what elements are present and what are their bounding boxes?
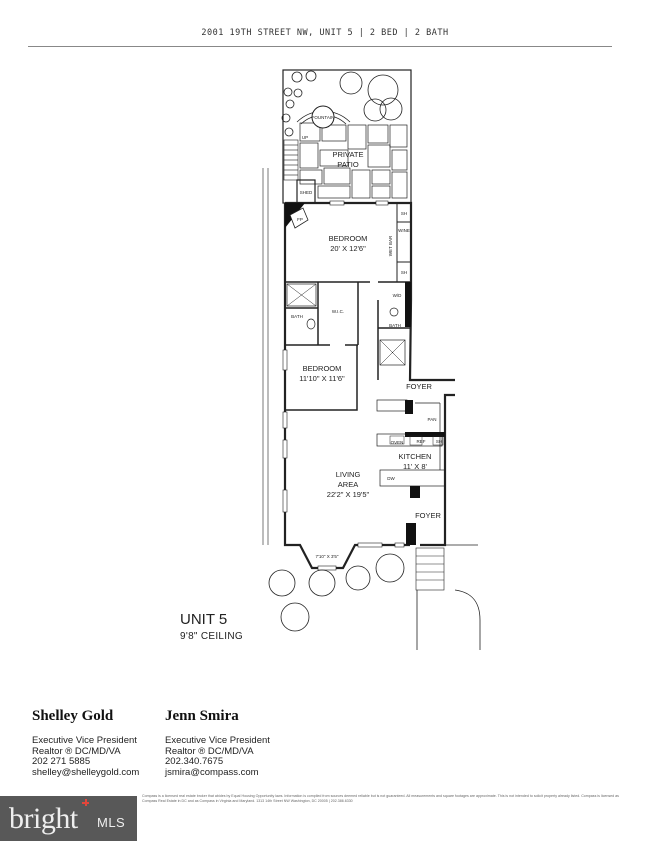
- shed-label: SHED: [300, 190, 313, 195]
- plus-icon: [82, 799, 89, 806]
- shelf-label: SH: [401, 211, 407, 216]
- agent-license: Realtor ® DC/MD/VA: [32, 745, 121, 757]
- kitchen-label: KITCHEN: [399, 452, 432, 461]
- bay-dimensions: 7'10" X 3'5": [316, 554, 339, 559]
- patio-pavers: [299, 122, 408, 199]
- bedroom2-label: BEDROOM: [303, 364, 342, 373]
- bath1-label: BATH: [291, 314, 303, 319]
- watermark-suffix: MLS: [97, 815, 126, 830]
- bright-mls-watermark: bright MLS: [0, 796, 137, 841]
- agent-card: Shelley Gold Executive Vice President Re…: [32, 708, 160, 778]
- washer-dryer-label: W/D: [393, 293, 402, 298]
- fountain-label: FOUNTAIN: [312, 115, 335, 120]
- living-dimensions: 22'2" X 19'5": [327, 490, 370, 499]
- oven-label: OVEN: [391, 440, 404, 445]
- unit-label: UNIT 5: [180, 611, 228, 628]
- shelf-label: SH: [401, 270, 407, 275]
- ceiling-height: 9'8" CEILING: [180, 631, 243, 642]
- wic-label: W.I.C.: [332, 309, 344, 314]
- living-label-2: AREA: [338, 480, 358, 489]
- disclaimer: Compass is a licensed real estate broker…: [142, 794, 619, 803]
- agent-email: shelley@shelleygold.com: [32, 766, 140, 778]
- agent-phone: 202 271 5885: [32, 756, 91, 767]
- refrigerator-label: REF: [417, 439, 426, 444]
- wine-label: WINE: [398, 228, 410, 233]
- bath2-label: BATH: [389, 323, 401, 328]
- bedroom1-label: BEDROOM: [329, 234, 368, 243]
- front-foyer-label: FOYER: [415, 511, 441, 520]
- agent-title: Executive Vice President: [165, 735, 270, 746]
- patio-trees: [281, 70, 403, 137]
- patio-stairs: [283, 139, 299, 181]
- pantry-label: PAN: [428, 417, 437, 422]
- listing-header: 2001 19TH STREET NW, UNIT 5 | 2 BED | 2 …: [201, 28, 449, 38]
- bedroom1-dimensions: 20' X 12'6": [330, 244, 366, 253]
- agent-name: Jenn Smira: [165, 708, 239, 724]
- header-divider: [28, 46, 612, 47]
- shelf-label: SH: [436, 439, 442, 444]
- patio-label-2: PATIO: [337, 160, 359, 169]
- agent-name: Shelley Gold: [32, 708, 114, 724]
- floor-plan: FOUNTAIN PRIVATE PATIO UP SHED FP BEDROO…: [262, 69, 481, 650]
- fountain: [311, 105, 335, 129]
- front-stairs: [415, 547, 445, 591]
- patio-label: PRIVATE: [333, 150, 364, 159]
- wet-bar-label: WET BAR: [388, 235, 393, 256]
- up-label: UP: [302, 135, 308, 140]
- foyer-label: FOYER: [406, 382, 432, 391]
- agent-email: jsmira@compass.com: [165, 766, 259, 778]
- agent-card: Jenn Smira Executive Vice President Real…: [165, 708, 293, 778]
- watermark-brand: bright: [9, 802, 78, 835]
- living-label: LIVING: [336, 470, 361, 479]
- dishwasher-label: DW: [387, 476, 395, 481]
- fireplace-label: FP: [297, 217, 303, 222]
- bedroom2-dimensions: 11'10" X 11'6": [299, 374, 345, 383]
- agent-title: Executive Vice President: [32, 735, 137, 746]
- front-trees: [268, 553, 405, 632]
- kitchen-dimensions: 11' X 8': [403, 462, 428, 471]
- agent-license: Realtor ® DC/MD/VA: [165, 745, 254, 757]
- agent-phone: 202.340.7675: [165, 756, 224, 767]
